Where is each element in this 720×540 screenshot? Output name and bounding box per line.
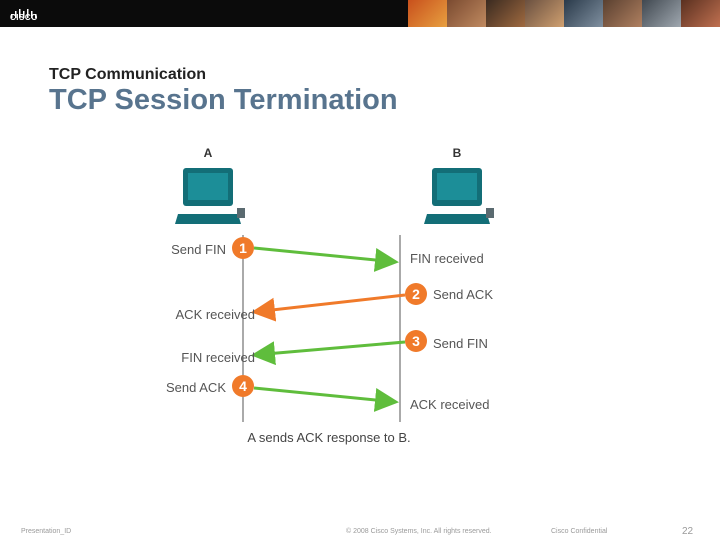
footer-confidential: Cisco Confidential bbox=[551, 528, 608, 535]
step-2-left-label: ACK received bbox=[176, 307, 255, 322]
step-1-number: 1 bbox=[239, 240, 247, 256]
step-4-badge bbox=[232, 375, 254, 397]
tcp-termination-diagram: A B 1 Send FIN FIN received 2 Send ACK A… bbox=[166, 146, 494, 445]
step-4-number: 4 bbox=[239, 378, 247, 394]
step-4-left-label: Send ACK bbox=[166, 380, 226, 395]
slide-subtitle: TCP Communication bbox=[49, 66, 207, 83]
footer-presentation-id: Presentation_ID bbox=[21, 528, 72, 535]
step-1-badge bbox=[232, 237, 254, 259]
ack-arrow-b-to-a bbox=[251, 293, 406, 322]
step-2-number: 2 bbox=[412, 286, 420, 302]
header-photo-strip bbox=[408, 0, 720, 27]
step-1: 1 Send FIN FIN received bbox=[171, 237, 484, 272]
header-banner: CISCO bbox=[0, 0, 720, 27]
fin-arrow-b-to-a bbox=[251, 340, 406, 366]
diagram-caption: A sends ACK response to B. bbox=[247, 430, 410, 445]
host-b-computer-icon bbox=[424, 168, 494, 224]
step-1-right-label: FIN received bbox=[410, 251, 484, 266]
ack-arrow-a-to-b bbox=[253, 386, 399, 412]
step-3-left-label: FIN received bbox=[181, 350, 255, 365]
step-2-right-label: Send ACK bbox=[433, 287, 493, 302]
step-2-badge bbox=[405, 283, 427, 305]
step-4: 4 Send ACK ACK received bbox=[166, 375, 489, 412]
step-3-right-label: Send FIN bbox=[433, 336, 488, 351]
step-3: 3 Send FIN FIN received bbox=[181, 330, 488, 366]
step-1-left-label: Send FIN bbox=[171, 242, 226, 257]
step-3-number: 3 bbox=[412, 333, 420, 349]
footer-copyright: © 2008 Cisco Systems, Inc. All rights re… bbox=[346, 528, 492, 535]
fin-arrow-a-to-b bbox=[253, 246, 399, 272]
slide-title: TCP Session Termination bbox=[49, 84, 398, 116]
step-3-badge bbox=[405, 330, 427, 352]
host-a-label: A bbox=[204, 146, 213, 160]
host-a-computer-icon bbox=[175, 168, 245, 224]
step-2: 2 Send ACK ACK received bbox=[176, 283, 493, 322]
host-b-label: B bbox=[453, 146, 462, 160]
page-number: 22 bbox=[682, 526, 694, 537]
step-4-right-label: ACK received bbox=[410, 397, 489, 412]
cisco-logo-icon bbox=[11, 9, 37, 18]
logo-text: CISCO bbox=[10, 13, 38, 22]
